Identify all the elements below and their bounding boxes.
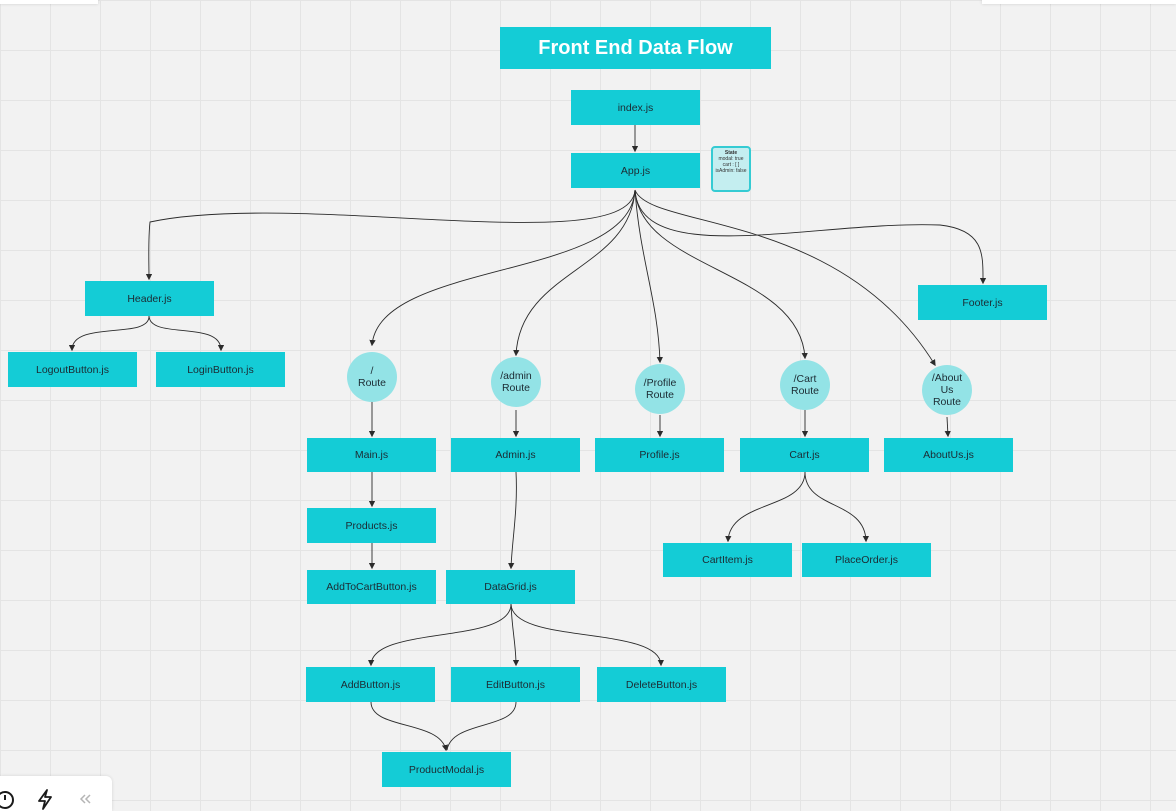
node-delete-button[interactable]: DeleteButton.js (597, 667, 726, 702)
edge-header-login (148, 315, 225, 352)
edge-cart-cartitem (725, 471, 806, 543)
edge-admin-datagrid (508, 471, 517, 570)
node-index[interactable]: index.js (571, 90, 700, 125)
edge-app-route-about (634, 189, 936, 367)
route-root[interactable]: / Route (347, 352, 397, 402)
node-place-order[interactable]: PlaceOrder.js (802, 543, 931, 577)
edge-app-route-admin (513, 189, 636, 357)
node-admin[interactable]: Admin.js (451, 438, 580, 472)
edge-datagrid-delete (510, 603, 665, 667)
node-about-us[interactable]: AboutUs.js (884, 438, 1013, 472)
edge-header-logout (68, 315, 150, 352)
state-note-line: modal: true (718, 156, 744, 162)
edge-route-about-aboutus (944, 416, 951, 438)
top-left-panel (0, 0, 98, 4)
edge-app-route-cart (634, 189, 808, 360)
route-about-us[interactable]: /About Us Route (922, 365, 972, 415)
route-profile[interactable]: /Profile Route (635, 364, 685, 414)
edge-app-route-root (369, 189, 636, 347)
node-products[interactable]: Products.js (307, 508, 436, 543)
edge-app-header (145, 189, 636, 281)
node-footer[interactable]: Footer.js (918, 285, 1047, 320)
node-logout-button[interactable]: LogoutButton.js (8, 352, 137, 387)
node-add-to-cart-button[interactable]: AddToCartButton.js (307, 570, 436, 604)
node-product-modal[interactable]: ProductModal.js (382, 752, 511, 787)
edge-datagrid-add (367, 603, 512, 667)
node-header[interactable]: Header.js (85, 281, 214, 316)
node-app[interactable]: App.js (571, 153, 700, 188)
node-login-button[interactable]: LoginButton.js (156, 352, 285, 387)
node-add-button[interactable]: AddButton.js (306, 667, 435, 702)
state-note[interactable]: State modal: true cart : [ ] isAdmin: fa… (711, 146, 751, 192)
node-profile[interactable]: Profile.js (595, 438, 724, 472)
node-main[interactable]: Main.js (307, 438, 436, 472)
node-cart[interactable]: Cart.js (740, 438, 869, 472)
route-cart[interactable]: /Cart Route (780, 360, 830, 410)
edge-datagrid-edit (510, 603, 520, 667)
edge-add-modal (370, 701, 449, 752)
state-note-line: isAdmin: false (715, 168, 747, 174)
route-admin[interactable]: /admin Route (491, 357, 541, 407)
state-note-line: cart : [ ] (722, 162, 740, 168)
bottom-toolbar (0, 776, 112, 811)
collapse-chevrons-icon[interactable] (74, 788, 96, 810)
edge-cart-placeorder (804, 471, 870, 543)
node-cart-item[interactable]: CartItem.js (663, 543, 792, 577)
edge-app-route-profile (634, 189, 663, 364)
diagram-title: Front End Data Flow (500, 27, 771, 69)
state-note-heading: State (724, 150, 738, 156)
timer-icon[interactable] (0, 788, 16, 810)
lightning-icon[interactable] (34, 788, 56, 810)
node-edit-button[interactable]: EditButton.js (451, 667, 580, 702)
node-datagrid[interactable]: DataGrid.js (446, 570, 575, 604)
top-right-panel (982, 0, 1176, 4)
edge-app-footer (634, 189, 987, 285)
edge-edit-modal (446, 701, 517, 751)
